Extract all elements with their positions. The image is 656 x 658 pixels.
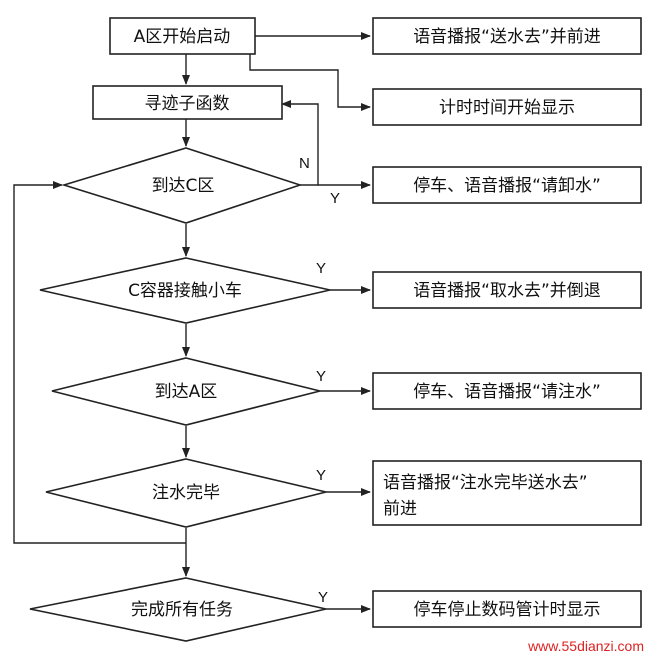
edge-label-no: N	[299, 155, 310, 172]
action-finish-label: 停车停止数码管计时显示	[414, 600, 601, 620]
decision-fill-done: 注水完毕	[45, 458, 327, 528]
decision-reach-a-label: 到达A区	[155, 382, 218, 402]
action-timer-start: 计时时间开始显示	[372, 88, 642, 126]
action-send-water-label: 语音播报“送水去”并前进	[413, 27, 601, 47]
decision-c-contact-label: C容器接触小车	[128, 281, 242, 301]
process-start: A区开始启动	[109, 17, 256, 55]
process-trace-label: 寻迹子函数	[145, 94, 230, 114]
process-trace: 寻迹子函数	[92, 85, 283, 120]
decision-all-done: 完成所有任务	[29, 577, 327, 642]
process-start-label: A区开始启动	[134, 27, 231, 47]
decision-c-contact: C容器接触小车	[39, 257, 331, 324]
watermark-text: www.55dianzi.com	[527, 638, 644, 654]
decision-reach-a: 到达A区	[51, 357, 321, 426]
action-send-water: 语音播报“送水去”并前进	[372, 17, 642, 55]
connectors	[13, 32, 371, 613]
watermark-text-main: www.55dianzi.com	[527, 638, 644, 654]
edge-label-yes-c-contact: Y	[316, 260, 326, 277]
action-unload: 停车、语音播报“请卸水”	[372, 166, 642, 204]
decision-reach-c-label: 到达C区	[152, 176, 215, 196]
edge-label-yes-fill-done: Y	[316, 467, 326, 484]
action-fill-water: 停车、语音播报“请注水”	[372, 372, 642, 410]
decision-reach-c: 到达C区	[61, 147, 303, 224]
decision-all-done-label: 完成所有任务	[131, 600, 233, 620]
action-fetch-water-label: 语音播报“取水去”并倒退	[413, 281, 601, 301]
action-fill-done-line2: 前进	[383, 499, 417, 519]
action-unload-label: 停车、语音播报“请卸水”	[413, 176, 601, 196]
edge-label-yes-all-done: Y	[318, 589, 328, 606]
action-finish: 停车停止数码管计时显示	[372, 590, 642, 628]
edge-label-yes-reach-a: Y	[316, 368, 326, 385]
action-fetch-water: 语音播报“取水去”并倒退	[372, 271, 642, 309]
action-timer-start-label: 计时时间开始显示	[439, 98, 575, 118]
action-fill-done-line1: 语音播报“注水完毕送水去”	[383, 473, 588, 493]
action-fill-done: 语音播报“注水完毕送水去” 前进	[372, 460, 642, 526]
edge-label-yes-reach-c: Y	[330, 190, 340, 207]
decision-fill-done-label: 注水完毕	[152, 483, 220, 503]
action-fill-water-label: 停车、语音播报“请注水”	[413, 382, 601, 402]
